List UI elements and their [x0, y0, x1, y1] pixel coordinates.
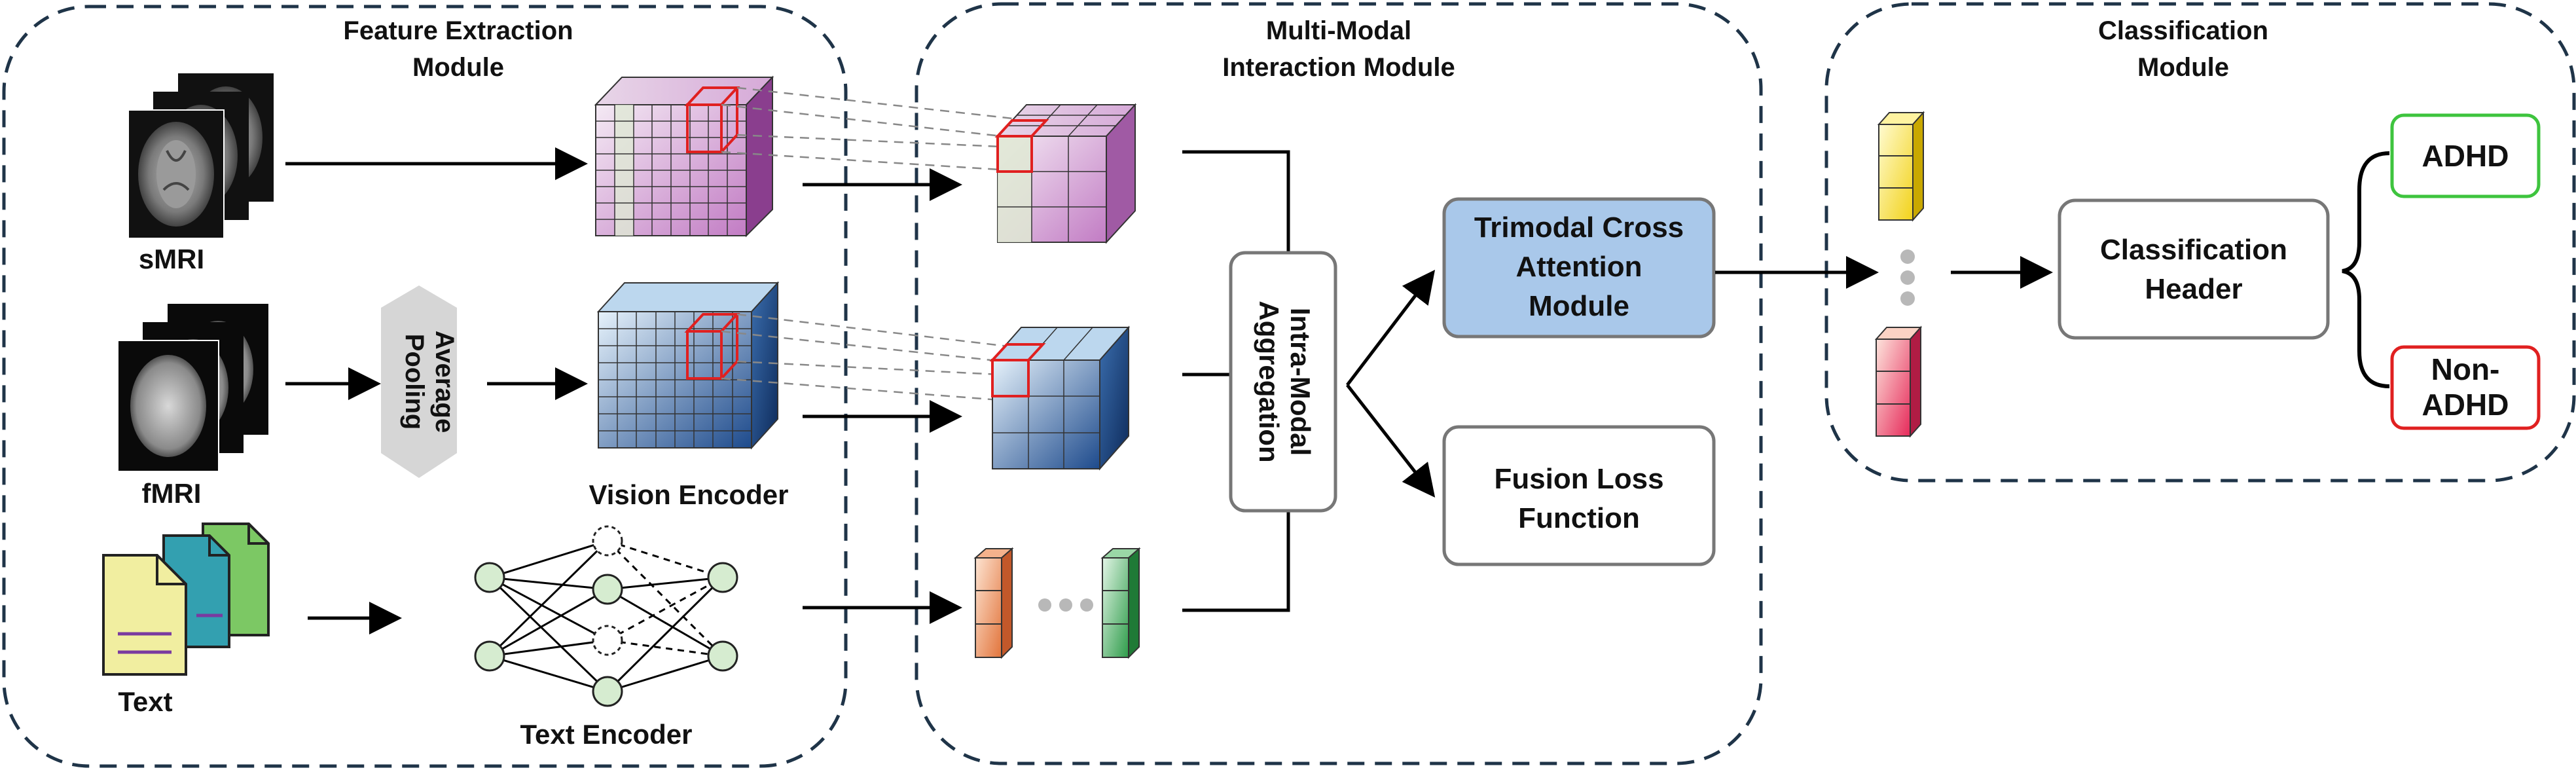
trimodal-label-3: Module	[1529, 290, 1629, 322]
arrow-to-fusion-loss	[1346, 384, 1436, 498]
aggregation-connectors	[1182, 150, 1290, 612]
trimodal-label-1: Trimodal Cross	[1474, 211, 1684, 244]
classification-title: Classification	[2098, 16, 2268, 45]
aggregation-label-2: Aggregation	[1254, 301, 1284, 462]
classifier-label-2: Header	[2145, 273, 2242, 305]
text-token-green	[1100, 547, 1141, 659]
multimodal-module-box	[915, 2, 1763, 765]
average-pooling-hexagon	[381, 285, 457, 478]
text-document-icon	[102, 522, 270, 676]
output-brace	[2342, 151, 2390, 388]
classifier-label-1: Classification	[2100, 234, 2287, 266]
smri-token-cube	[994, 103, 1137, 244]
multimodal-title-2: Interaction Module	[1222, 53, 1455, 82]
classification-title-2: Module	[2137, 53, 2229, 82]
text-label: Text	[118, 686, 172, 717]
pooling-label-1: Average	[430, 331, 459, 433]
non-adhd-output-box	[2390, 345, 2541, 430]
smri-feature-cube	[594, 75, 774, 238]
text-encoder-network	[474, 525, 738, 707]
adhd-label: ADHD	[2422, 139, 2509, 173]
fmri-token-cube	[989, 325, 1131, 471]
token-ellipsis-dots	[1038, 598, 1093, 612]
intra-modal-aggregation-box	[1229, 251, 1337, 513]
fusion-loss-function-box	[1442, 425, 1716, 566]
classification-header-box	[2058, 198, 2330, 340]
multimodal-title: Multi-Modal	[1266, 16, 1411, 45]
smri-image-stack	[128, 73, 274, 239]
vertical-ellipsis-dots	[1900, 249, 1915, 306]
fmri-image-stack	[117, 304, 268, 472]
smri-label: sMRI	[139, 244, 204, 274]
fusion-loss-label-1: Fusion Loss	[1494, 463, 1663, 495]
fmri-label: fMRI	[142, 478, 202, 509]
projection-lines	[721, 86, 1031, 403]
text-token-orange	[973, 547, 1014, 659]
feature-extraction-title: Feature Extraction	[343, 16, 573, 45]
arrow-to-trimodal	[1346, 270, 1436, 386]
adhd-output-box	[2390, 113, 2541, 198]
text-encoder-label: Text Encoder	[520, 719, 693, 750]
classification-module-box	[1824, 2, 2576, 483]
non-adhd-label-2: ADHD	[2422, 388, 2509, 422]
feature-extraction-title-2: Module	[412, 53, 504, 82]
non-adhd-label-1: Non-	[2431, 352, 2500, 386]
vision-encoder-label: Vision Encoder	[589, 479, 789, 510]
trimodal-label-2: Attention	[1515, 251, 1642, 283]
trimodal-cross-attention-box	[1442, 197, 1716, 339]
pooling-label-2: Pooling	[400, 334, 429, 430]
aggregation-label-1: Intra-Modal	[1285, 308, 1316, 456]
fmri-feature-cube	[596, 281, 780, 450]
feature-extraction-module-box	[2, 5, 848, 768]
yellow-token-column	[1877, 111, 1925, 222]
fusion-loss-label-2: Function	[1518, 502, 1640, 534]
red-token-column	[1874, 325, 1923, 438]
